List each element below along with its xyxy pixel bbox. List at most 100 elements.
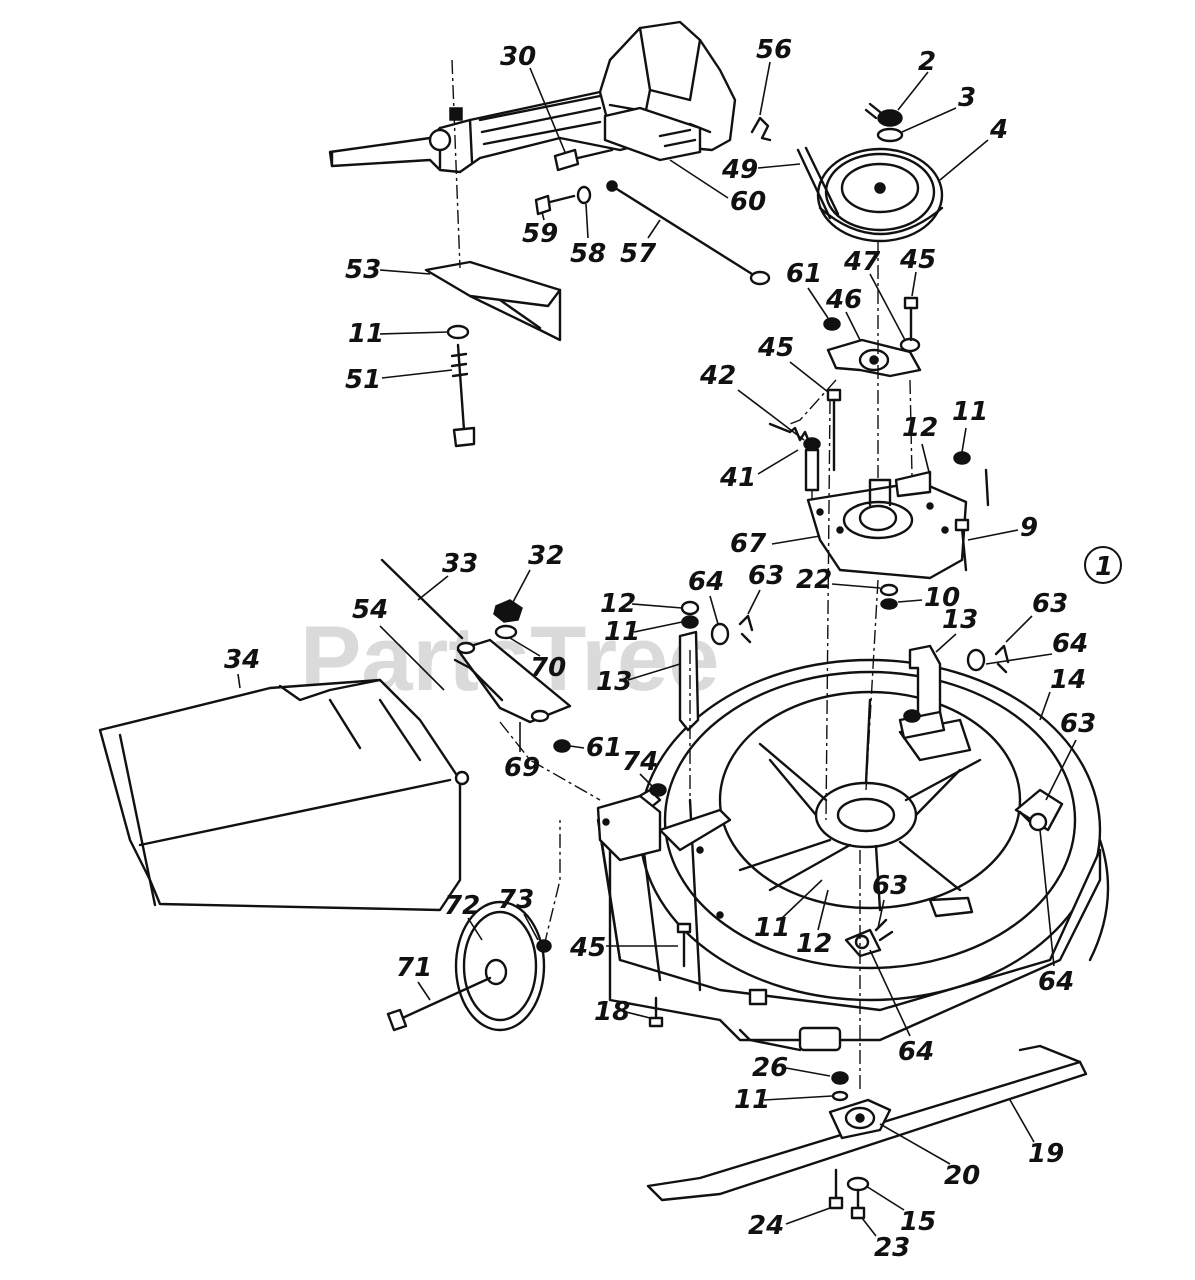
washer-11-blade [831,1090,849,1102]
callout-74: 74 [622,747,658,777]
callout-71: 71 [396,953,432,983]
washer-3 [876,127,904,143]
callout-56: 56 [756,35,792,65]
nut-11-plate [953,451,971,465]
pin-63-right [1014,788,1064,832]
callout-30: 30 [500,42,536,72]
callout-19: 19 [1028,1139,1064,1169]
callout-53: 53 [345,255,381,285]
callout-57: 57 [620,239,657,269]
callout-58: 58 [570,239,606,269]
nut-61 [823,317,841,331]
callout-63-left: 63 [748,561,784,591]
washer-11 [446,324,470,340]
discharge-chute-34 [98,678,470,912]
bolt-45-mid [826,388,842,472]
callout-54: 54 [352,595,388,625]
bolt-18 [648,996,664,1028]
blade-adapter-20 [828,1098,892,1140]
callout-59: 59 [522,219,558,249]
cable-57 [606,180,771,286]
washer-47 [899,337,921,353]
callout-45-lower: 45 [569,933,606,963]
callout-12-plate: 12 [902,413,938,443]
callout-20: 20 [944,1161,980,1191]
callout-45-top: 45 [899,245,936,275]
bolt-45-top [903,296,919,342]
callout-64-right-top: 64 [1052,629,1088,659]
nut-61-chute [553,739,571,753]
engine-mount-plate-67 [806,478,968,580]
callout-24: 24 [748,1211,784,1241]
reference-marker-number: 1 [1095,552,1113,582]
bracket-60 [603,106,702,162]
callout-13-left: 13 [596,667,632,697]
callout-49: 49 [721,155,758,185]
callout-32: 32 [528,541,564,571]
mower-deck-14 [596,658,1110,1052]
callout-23: 23 [874,1233,910,1263]
callout-46: 46 [825,285,862,315]
bracket-70 [453,638,572,724]
callout-63-right: 63 [1060,709,1096,739]
pin-9 [954,518,970,572]
callout-11-plate: 11 [952,397,988,427]
callout-12-left: 12 [600,589,636,619]
callout-61-top: 61 [786,259,822,289]
callout-22: 22 [796,565,832,595]
wheel-bracket [596,794,662,862]
idler-bracket-46 [826,338,922,378]
callout-64-right: 64 [1038,967,1074,997]
bracket-53 [424,260,562,342]
belt-49 [796,146,840,220]
nut-74 [649,783,667,797]
pin-plate-right [984,468,990,507]
callout-11-left: 11 [348,319,384,349]
callout-33: 33 [442,549,478,579]
axle-bolt-71 [386,976,492,1032]
callout-34: 34 [224,645,260,675]
callout-45-mid: 45 [757,333,794,363]
callout-63-bottom: 63 [872,871,908,901]
callout-67: 67 [730,529,767,559]
washer-10 [879,583,899,610]
bolt-24 [828,1168,844,1210]
engine-pulley-4 [816,147,944,243]
nut-26 [831,1071,849,1085]
callout-70: 70 [530,653,566,683]
callout-61-chute: 61 [586,733,622,763]
callout-18: 18 [594,997,630,1027]
height-bracket-13-left [678,600,754,732]
spacer-42 [804,448,820,492]
callout-12-deck: 12 [796,929,832,959]
height-bracket-13-right [898,644,1010,740]
callout-13-right: 13 [942,605,978,635]
shaft-stub [864,102,882,120]
reference-marker: 1 [1084,546,1122,584]
callout-15: 15 [900,1207,936,1237]
washer-15 [846,1176,870,1192]
callout-51: 51 [345,365,381,395]
callout-2: 2 [918,47,936,77]
callout-63-right-top: 63 [1032,589,1068,619]
callout-10: 10 [924,583,960,613]
callout-26: 26 [752,1053,788,1083]
bolt-51 [450,343,476,448]
callout-9: 9 [1020,513,1038,543]
bolt-45-lower [676,922,692,968]
bolt-30 [553,148,614,172]
bracket-12-plate [894,470,932,498]
washer-58 [576,185,592,205]
pin-63-bottom [844,918,894,958]
callout-47: 47 [843,247,881,277]
rod-33 [380,558,464,640]
callout-64-bottom: 64 [898,1037,934,1067]
callout-4: 4 [989,115,1008,145]
bolt-59 [534,194,576,216]
hairpin-56 [750,116,772,142]
callout-69: 69 [504,753,540,783]
bolt-23 [850,1188,866,1220]
nut-2 [877,109,903,127]
spring-41 [768,422,821,451]
